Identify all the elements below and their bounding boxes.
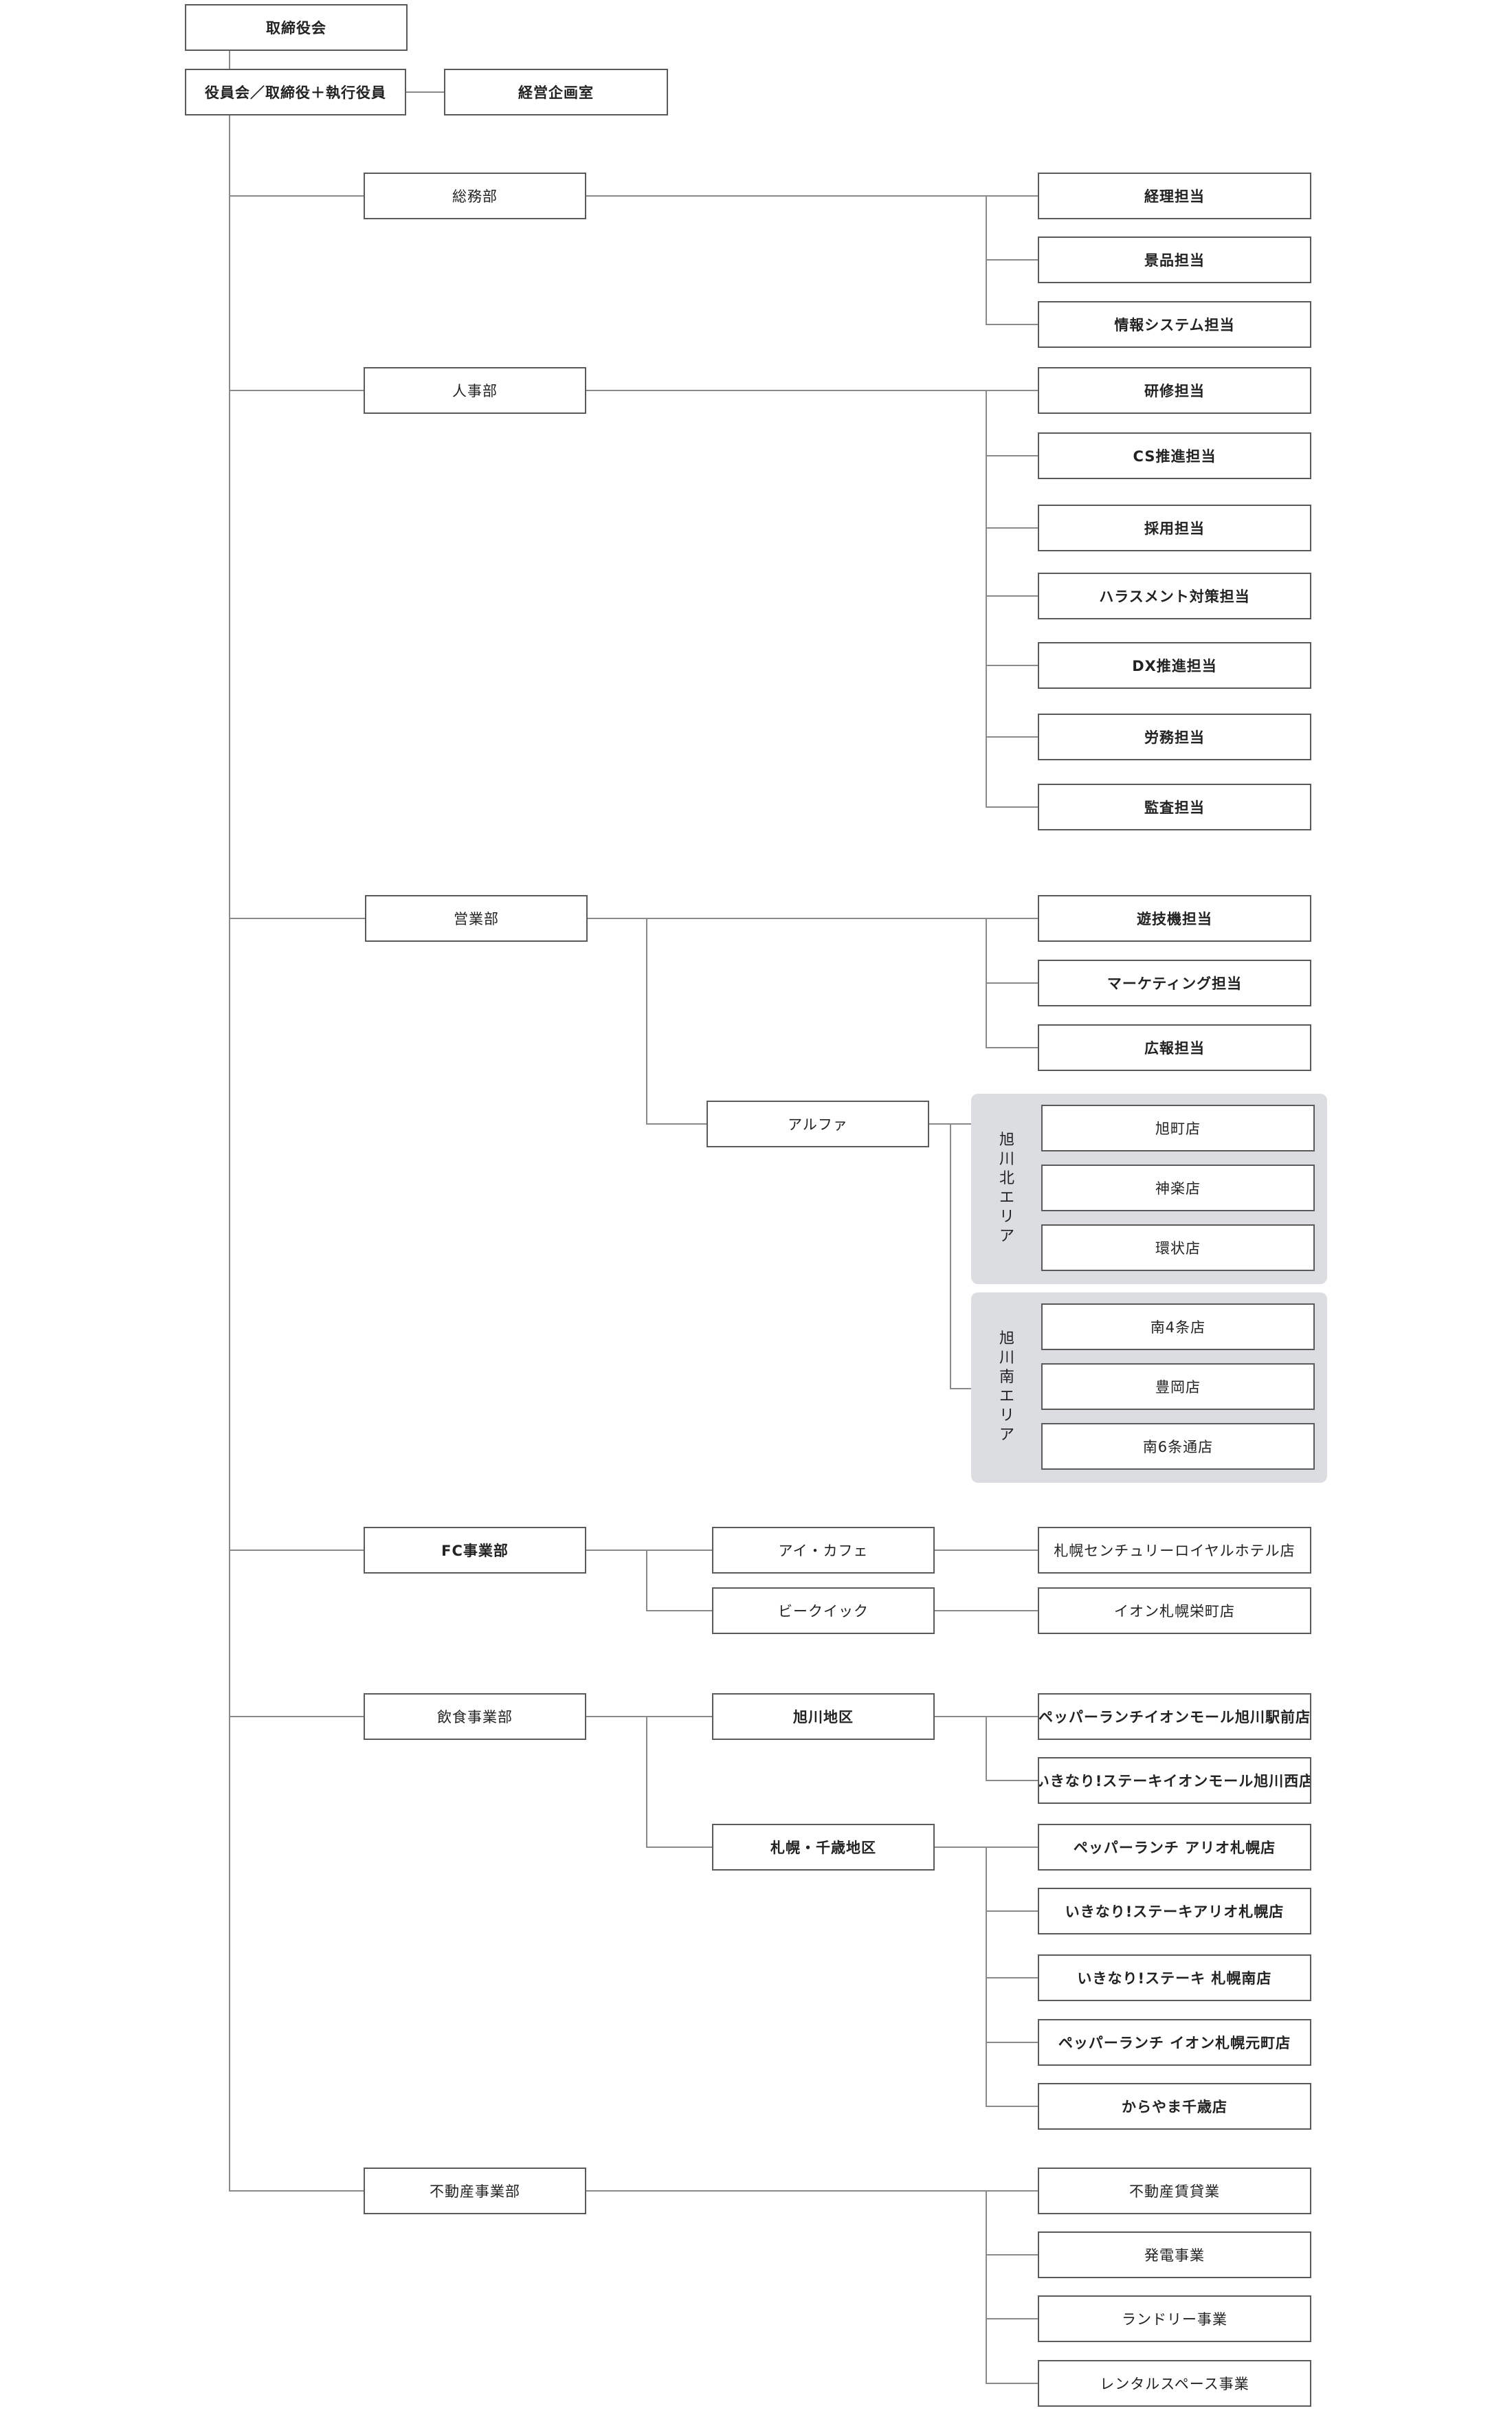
- fc-store-box: 札幌センチュリーロイヤルホテル店: [1038, 1527, 1311, 1574]
- board-box: 取締役会: [185, 4, 408, 51]
- realestate-item-box: 不動産賃貸業: [1038, 2168, 1311, 2214]
- connector: [986, 806, 1038, 808]
- connector: [986, 527, 1038, 529]
- dept-fc-box: FC事業部: [364, 1527, 586, 1574]
- connector: [986, 324, 1038, 325]
- general-item-box: 景品担当: [1038, 236, 1311, 283]
- connector: [929, 1123, 975, 1125]
- general-item-box: 情報システム担当: [1038, 301, 1311, 348]
- district-box: 旭川地区: [712, 1693, 935, 1740]
- connector: [986, 2106, 1038, 2107]
- connector: [986, 2254, 1038, 2256]
- connector: [646, 1610, 712, 1611]
- food-store-box: ペッパーランチ イオン札幌元町店: [1038, 2019, 1311, 2066]
- connector: [646, 1846, 712, 1848]
- dept-food-box: 飲食事業部: [364, 1693, 586, 1740]
- connector: [986, 2318, 1038, 2319]
- connector: [229, 390, 364, 391]
- connector: [986, 1716, 987, 1781]
- connector: [585, 1716, 712, 1717]
- executive-box: 役員会／取締役＋執行役員: [185, 69, 406, 115]
- connector: [986, 390, 987, 807]
- connector: [646, 1123, 707, 1125]
- store-box: 南4条店: [1041, 1303, 1315, 1350]
- connector: [229, 1550, 364, 1551]
- fc-brand-box: アイ・カフェ: [712, 1527, 935, 1574]
- food-store-box: ペッパーランチ アリオ札幌店: [1038, 1824, 1311, 1871]
- connector: [986, 736, 1038, 738]
- connector: [585, 2190, 1038, 2192]
- connector: [986, 2190, 987, 2384]
- connector: [986, 1047, 1038, 1048]
- store-box: 南6条通店: [1041, 1423, 1315, 1470]
- store-box: 神楽店: [1041, 1165, 1315, 1211]
- food-store-box: ペッパーランチイオンモール旭川駅前店: [1038, 1693, 1311, 1740]
- hr-item-box: 監査担当: [1038, 784, 1311, 830]
- sales-item-box: 遊技機担当: [1038, 895, 1311, 942]
- connector: [585, 1550, 712, 1551]
- hr-item-box: ハラスメント対策担当: [1038, 573, 1311, 619]
- connector: [986, 1910, 1038, 1912]
- store-box: 豊岡店: [1041, 1363, 1315, 1410]
- connector: [646, 1716, 647, 1848]
- connector: [585, 390, 1038, 391]
- connector: [229, 1716, 364, 1717]
- area-north-label: 旭川北エリア: [999, 1132, 1014, 1245]
- connector: [986, 595, 1038, 597]
- realestate-item-box: レンタルスペース事業: [1038, 2360, 1311, 2407]
- connector: [950, 1123, 951, 1389]
- connector: [585, 195, 1038, 197]
- fc-store-box: イオン札幌栄町店: [1038, 1587, 1311, 1634]
- connector: [405, 91, 444, 93]
- connector: [229, 49, 230, 70]
- connector: [986, 259, 1038, 261]
- connector: [933, 1550, 1038, 1551]
- alpha-box: アルファ: [707, 1101, 929, 1147]
- food-store-box: いきなり!ステーキアリオ札幌店: [1038, 1888, 1311, 1934]
- planning-box: 経営企画室: [444, 69, 668, 115]
- connector: [986, 1977, 1038, 1978]
- food-store-box: いきなり!ステーキ 札幌南店: [1038, 1954, 1311, 2001]
- connector: [986, 455, 1038, 456]
- hr-item-box: 研修担当: [1038, 367, 1311, 414]
- food-store-box: からやま千歳店: [1038, 2083, 1311, 2130]
- sales-item-box: マーケティング担当: [1038, 960, 1311, 1006]
- dept-hr-box: 人事部: [364, 367, 586, 414]
- dept-sales-box: 営業部: [365, 895, 588, 942]
- connector: [933, 1610, 1038, 1611]
- connector: [986, 2383, 1038, 2384]
- hr-item-box: DX推進担当: [1038, 642, 1311, 689]
- hr-item-box: CS推進担当: [1038, 432, 1311, 479]
- connector: [229, 918, 365, 919]
- hr-item-box: 労務担当: [1038, 714, 1311, 760]
- connector: [986, 665, 1038, 666]
- connector: [646, 918, 647, 1125]
- fc-brand-box: ビークイック: [712, 1587, 935, 1634]
- connector: [986, 982, 1038, 984]
- hr-item-box: 採用担当: [1038, 505, 1311, 551]
- general-item-box: 経理担当: [1038, 173, 1311, 219]
- store-box: 環状店: [1041, 1224, 1315, 1271]
- connector: [986, 1846, 987, 2107]
- district-box: 札幌・千歳地区: [712, 1824, 935, 1871]
- realestate-item-box: ランドリー事業: [1038, 2295, 1311, 2342]
- realestate-item-box: 発電事業: [1038, 2231, 1311, 2278]
- store-box: 旭町店: [1041, 1105, 1315, 1151]
- dept-realestate-box: 不動産事業部: [364, 2168, 586, 2214]
- connector: [229, 115, 230, 2192]
- sales-item-box: 広報担当: [1038, 1024, 1311, 1071]
- connector: [586, 918, 1038, 919]
- connector: [986, 2042, 1038, 2043]
- connector: [646, 1550, 647, 1611]
- connector: [986, 1780, 1038, 1781]
- connector: [229, 2190, 364, 2192]
- connector: [950, 1388, 975, 1389]
- area-south-label: 旭川南エリア: [999, 1330, 1014, 1444]
- dept-general-box: 総務部: [364, 173, 586, 219]
- food-store-box: いきなり!ステーキイオンモール旭川西店: [1038, 1757, 1311, 1804]
- connector: [229, 195, 364, 197]
